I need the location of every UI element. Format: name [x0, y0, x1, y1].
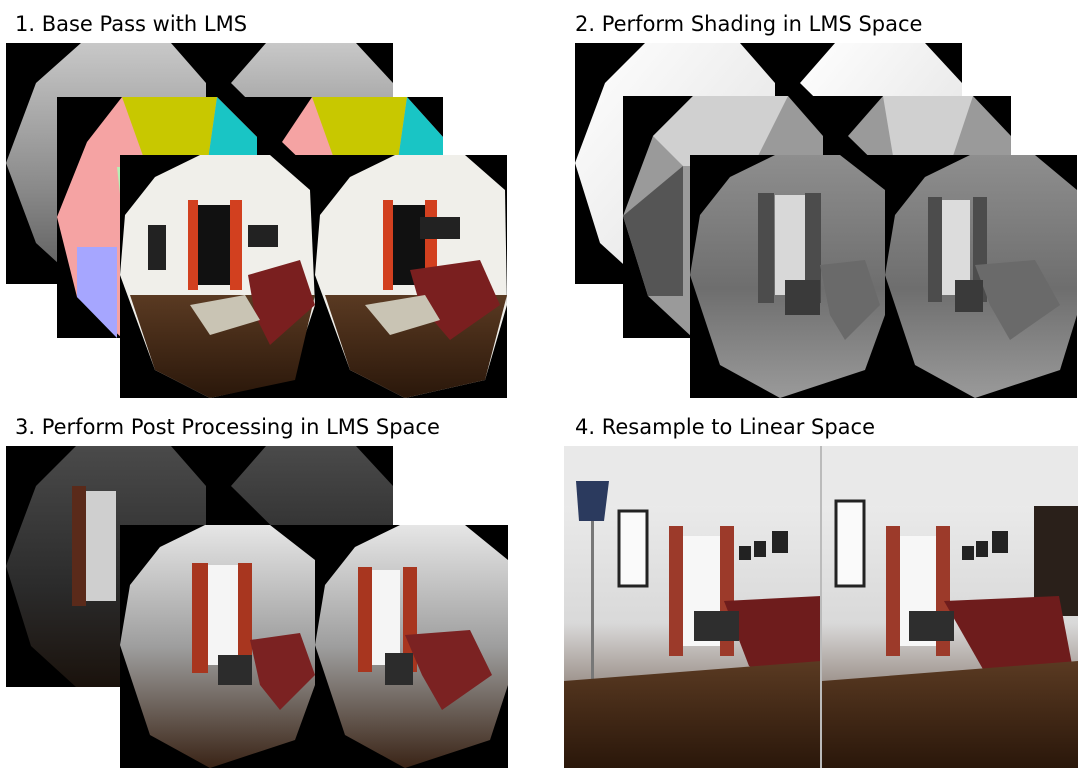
- step1-title: 1. Base Pass with LMS: [15, 12, 248, 36]
- step4-frame: [564, 446, 1078, 768]
- step1-frame-front: [120, 155, 507, 398]
- step3-title: 3. Perform Post Processing in LMS Space: [15, 415, 440, 439]
- step3-frame-front: [120, 525, 508, 768]
- step2-frame-front: [690, 155, 1077, 398]
- step2-title: 2. Perform Shading in LMS Space: [575, 12, 923, 36]
- step4-title: 4. Resample to Linear Space: [575, 415, 875, 439]
